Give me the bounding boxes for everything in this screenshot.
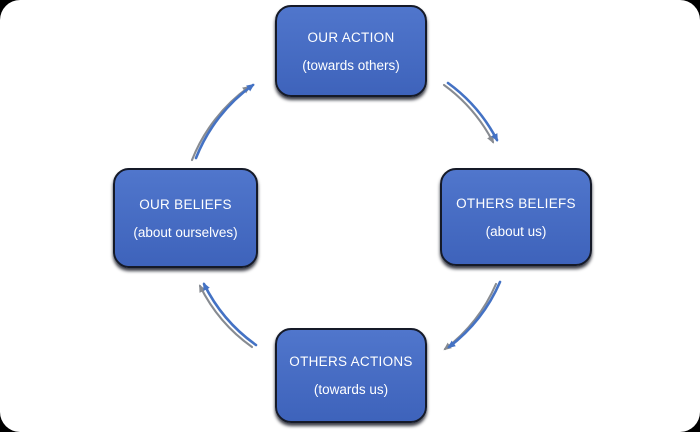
node-our-beliefs: OUR BELIEFS (about ourselves) bbox=[113, 168, 258, 268]
arc-others-actions-to-beliefs bbox=[202, 282, 258, 347]
node-our-action: OUR ACTION (towards others) bbox=[275, 5, 427, 97]
node-title: OUR BELIEFS bbox=[139, 196, 232, 212]
node-others-beliefs: OTHERS BELIEFS (about us) bbox=[440, 168, 592, 266]
arc-beliefs-to-action bbox=[194, 83, 255, 160]
node-subtitle: (towards others) bbox=[302, 57, 400, 73]
arc-action-to-others-beliefs bbox=[446, 81, 499, 142]
node-title: OUR ACTION bbox=[307, 29, 395, 45]
node-others-actions: OTHERS ACTIONS (towards us) bbox=[275, 328, 427, 423]
node-subtitle: (towards us) bbox=[313, 382, 389, 397]
node-title: OTHERS ACTIONS bbox=[289, 354, 413, 369]
node-title: OTHERS BELIEFS bbox=[456, 195, 576, 211]
node-subtitle: (about us) bbox=[485, 223, 547, 239]
node-subtitle: (about ourselves) bbox=[133, 224, 238, 240]
arc-others-beliefs-to-others-actions bbox=[447, 280, 502, 349]
